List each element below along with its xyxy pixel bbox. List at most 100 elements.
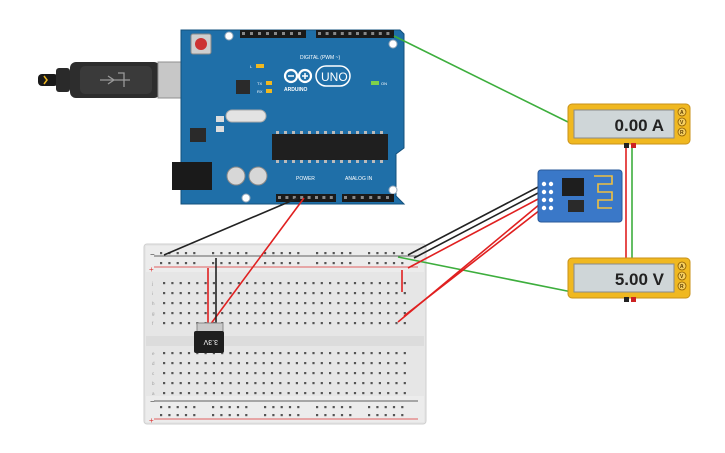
strip-hole[interactable]	[287, 352, 290, 355]
strip-hole[interactable]	[237, 352, 240, 355]
strip-hole[interactable]	[312, 362, 315, 365]
header-pin[interactable]	[282, 32, 285, 35]
strip-hole[interactable]	[370, 282, 373, 285]
strip-hole[interactable]	[387, 312, 390, 315]
ammeter-mode-buttons[interactable]: A V R	[677, 107, 687, 137]
rail-hole[interactable]	[236, 252, 240, 255]
strip-hole[interactable]	[304, 352, 307, 355]
strip-hole[interactable]	[179, 292, 182, 295]
header-pin[interactable]	[371, 32, 375, 35]
rail-hole[interactable]	[332, 406, 335, 409]
voltmeter-probe-pos[interactable]	[631, 297, 636, 302]
strip-hole[interactable]	[395, 382, 398, 385]
strip-hole[interactable]	[345, 372, 348, 375]
strip-hole[interactable]	[187, 282, 191, 285]
rail-hole[interactable]	[193, 262, 196, 265]
rail-hole[interactable]	[228, 414, 231, 417]
strip-hole[interactable]	[320, 392, 323, 395]
rail-hole[interactable]	[212, 406, 215, 409]
strip-hole[interactable]	[279, 292, 282, 295]
rail-hole[interactable]	[176, 406, 179, 409]
header-pin[interactable]	[369, 196, 373, 199]
rail-hole[interactable]	[340, 414, 344, 417]
strip-hole[interactable]	[295, 352, 298, 355]
strip-hole[interactable]	[295, 362, 298, 365]
strip-hole[interactable]	[204, 362, 207, 365]
strip-hole[interactable]	[312, 312, 315, 315]
rail-hole[interactable]	[368, 414, 371, 417]
strip-hole[interactable]	[262, 372, 265, 375]
strip-hole[interactable]	[337, 362, 340, 365]
voltmeter-mode-a[interactable]	[677, 261, 687, 271]
strip-hole[interactable]	[171, 382, 174, 385]
voltmeter-probe-neg[interactable]	[624, 297, 629, 302]
rail-hole[interactable]	[384, 406, 387, 409]
strip-hole[interactable]	[387, 302, 390, 305]
header-pin[interactable]	[348, 32, 352, 35]
ammeter[interactable]: 0.00 A A V R	[567, 103, 691, 148]
strip-hole[interactable]	[246, 352, 249, 355]
strip-hole[interactable]	[337, 282, 340, 285]
strip-hole[interactable]	[270, 382, 274, 385]
strip-hole[interactable]	[187, 372, 191, 375]
strip-hole[interactable]	[287, 382, 290, 385]
strip-hole[interactable]	[320, 292, 323, 295]
strip-hole[interactable]	[221, 382, 224, 385]
wire-black-esp-2[interactable]	[413, 191, 541, 259]
rail-hole[interactable]	[160, 406, 163, 409]
esp-pin[interactable]	[541, 189, 547, 195]
strip-hole[interactable]	[387, 382, 390, 385]
rail-hole[interactable]	[184, 414, 188, 417]
strip-hole[interactable]	[395, 392, 398, 395]
strip-hole[interactable]	[312, 322, 315, 325]
strip-hole[interactable]	[378, 312, 381, 315]
voltmeter-mode-r[interactable]	[677, 281, 687, 291]
header-pin[interactable]	[298, 32, 301, 35]
strip-hole[interactable]	[270, 392, 274, 395]
wire-red-5v[interactable]	[209, 197, 305, 326]
rail-hole[interactable]	[316, 262, 319, 265]
strip-hole[interactable]	[403, 392, 406, 395]
rail-hole[interactable]	[168, 262, 171, 265]
ammeter-probe-pos[interactable]	[631, 143, 636, 148]
strip-hole[interactable]	[212, 312, 215, 315]
rail-hole[interactable]	[332, 414, 335, 417]
strip-hole[interactable]	[403, 292, 406, 295]
rail-hole[interactable]	[272, 414, 275, 417]
rail-hole[interactable]	[280, 406, 283, 409]
rail-hole[interactable]	[264, 262, 267, 265]
strip-hole[interactable]	[345, 322, 348, 325]
strip-hole[interactable]	[187, 392, 191, 395]
strip-hole[interactable]	[229, 302, 232, 305]
rail-hole[interactable]	[193, 252, 196, 255]
header-pin[interactable]	[377, 196, 381, 199]
strip-hole[interactable]	[171, 302, 174, 305]
header-pin[interactable]	[356, 32, 359, 35]
rail-hole[interactable]	[288, 414, 292, 417]
strip-hole[interactable]	[187, 382, 191, 385]
strip-hole[interactable]	[395, 312, 398, 315]
strip-hole[interactable]	[320, 312, 323, 315]
power-pins[interactable]	[278, 196, 389, 199]
strip-hole[interactable]	[387, 392, 390, 395]
strip-hole[interactable]	[362, 322, 365, 325]
strip-hole[interactable]	[204, 302, 207, 305]
rail-hole[interactable]	[228, 262, 231, 265]
strip-hole[interactable]	[295, 382, 298, 385]
rail-hole[interactable]	[245, 406, 248, 409]
strip-hole[interactable]	[329, 282, 332, 285]
strip-hole[interactable]	[246, 292, 249, 295]
strip-hole[interactable]	[221, 282, 224, 285]
strip-hole[interactable]	[229, 352, 232, 355]
strip-hole[interactable]	[387, 362, 390, 365]
strip-hole[interactable]	[212, 392, 215, 395]
strip-hole[interactable]	[370, 352, 373, 355]
strip-hole[interactable]	[387, 372, 390, 375]
rail-hole[interactable]	[176, 252, 179, 255]
strip-hole[interactable]	[179, 312, 182, 315]
strip-hole[interactable]	[254, 372, 257, 375]
strip-hole[interactable]	[287, 392, 290, 395]
esp-pins[interactable]	[541, 181, 554, 211]
strip-hole[interactable]	[312, 282, 315, 285]
header-pin[interactable]	[307, 196, 311, 199]
